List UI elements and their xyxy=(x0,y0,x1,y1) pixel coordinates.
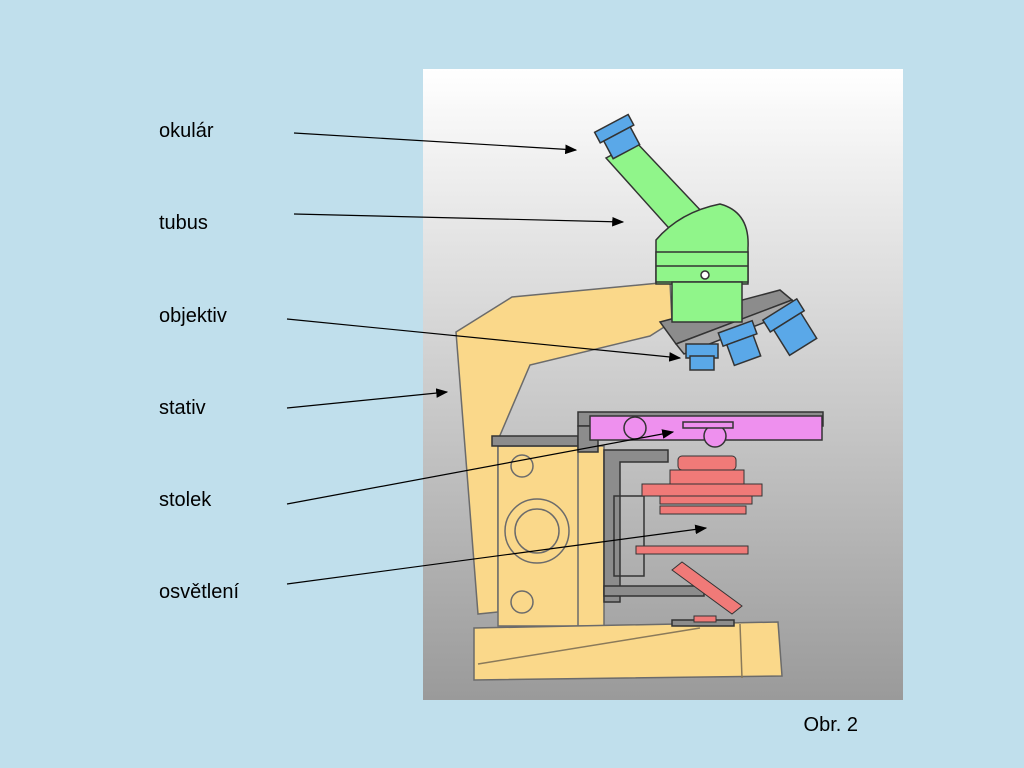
label-illumination: osvětlení xyxy=(159,581,240,603)
arrow-stage xyxy=(286,429,675,505)
stage-part xyxy=(589,415,823,448)
arrow-tube xyxy=(293,213,625,227)
arrow-illumination xyxy=(286,524,708,585)
arrow-objective xyxy=(286,318,682,362)
label-stand: stativ xyxy=(159,397,206,419)
figure-caption: Obr. 2 xyxy=(803,714,858,736)
leader-arrows xyxy=(286,132,708,585)
objectives-part xyxy=(685,297,818,371)
label-tube: tubus xyxy=(159,212,208,234)
eyepiece-part xyxy=(593,113,641,160)
arrow-stand xyxy=(286,388,449,409)
stand-part xyxy=(455,281,783,681)
illumination-part xyxy=(635,455,763,623)
label-objective: objektiv xyxy=(159,305,227,327)
label-eyepiece: okulár xyxy=(159,120,214,142)
arrow-eyepiece xyxy=(293,132,578,155)
tube-part xyxy=(604,141,749,323)
label-stage: stolek xyxy=(159,489,212,511)
